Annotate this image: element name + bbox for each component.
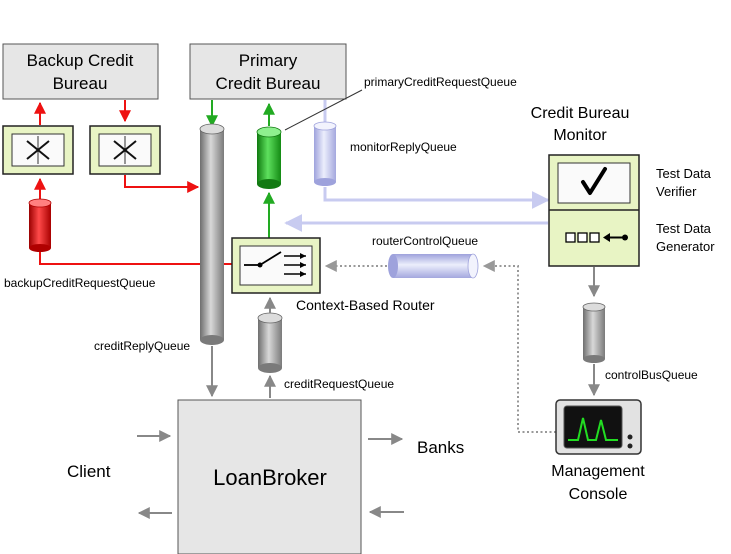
backup-bureau-label-line1: Backup Credit bbox=[27, 51, 134, 70]
client-label: Client bbox=[67, 462, 111, 481]
router-control-queue bbox=[388, 253, 479, 279]
right-filter-to-reply-queue-arrow bbox=[124, 175, 200, 193]
primary-credit-request-queue-label: primaryCreditRequestQueue bbox=[364, 75, 517, 89]
primary-bureau-label-line1: Primary bbox=[239, 51, 298, 70]
router-to-backup-queue-line bbox=[39, 251, 232, 265]
left-filter-icon bbox=[2, 125, 74, 175]
monitor-reply-queue bbox=[313, 121, 337, 186]
test-data-verifier-label-line1: Test Data bbox=[656, 166, 712, 181]
test-data-generator-label-line1: Test Data bbox=[656, 221, 712, 236]
context-based-router bbox=[231, 237, 321, 294]
credit-request-queue bbox=[257, 312, 283, 373]
credit-request-queue-label: creditRequestQueue bbox=[284, 377, 394, 391]
test-data-generator-icon bbox=[565, 232, 628, 243]
backup-bureau-label-line2: Bureau bbox=[53, 74, 108, 93]
test-data-verifier-panel bbox=[557, 162, 631, 204]
primary-credit-request-queue bbox=[256, 126, 282, 189]
credit-bureau-monitor-label-line1: Credit Bureau bbox=[531, 105, 630, 122]
test-data-generator-label-line2: Generator bbox=[656, 239, 715, 254]
test-data-verifier-label-line2: Verifier bbox=[656, 184, 697, 199]
backup-credit-request-queue-label: backupCreditRequestQueue bbox=[4, 276, 156, 290]
credit-bureau-monitor-label-line2: Monitor bbox=[553, 127, 607, 144]
control-bus-queue-label: controlBusQueue bbox=[605, 368, 698, 382]
management-console-label-line1: Management bbox=[551, 463, 645, 480]
management-console-label-line2: Console bbox=[569, 486, 628, 503]
management-console-icon bbox=[555, 399, 642, 455]
control-bus-queue bbox=[582, 302, 606, 363]
loan-broker-label: LoanBroker bbox=[213, 465, 327, 490]
router-control-queue-label: routerControlQueue bbox=[372, 234, 478, 248]
right-filter-icon bbox=[89, 125, 161, 175]
primary-bureau-label-line2: Credit Bureau bbox=[216, 74, 321, 93]
primary-queue-label-leader bbox=[284, 89, 363, 131]
monitor-reply-queue-to-monitor-arrow bbox=[323, 187, 550, 209]
context-based-router-label: Context-Based Router bbox=[296, 297, 435, 313]
backup-credit-request-queue bbox=[28, 198, 52, 252]
primary-credit-bureau-box bbox=[189, 43, 347, 100]
backup-credit-bureau-box bbox=[2, 43, 159, 100]
console-to-router-control-queue-dotted bbox=[482, 260, 556, 433]
banks-label: Banks bbox=[417, 438, 464, 457]
credit-reply-queue bbox=[199, 123, 225, 345]
checkmark-icon bbox=[581, 167, 607, 195]
credit-reply-queue-label: creditReplyQueue bbox=[94, 339, 190, 353]
loan-broker-box bbox=[177, 399, 362, 554]
monitor-reply-queue-label: monitorReplyQueue bbox=[350, 140, 457, 154]
